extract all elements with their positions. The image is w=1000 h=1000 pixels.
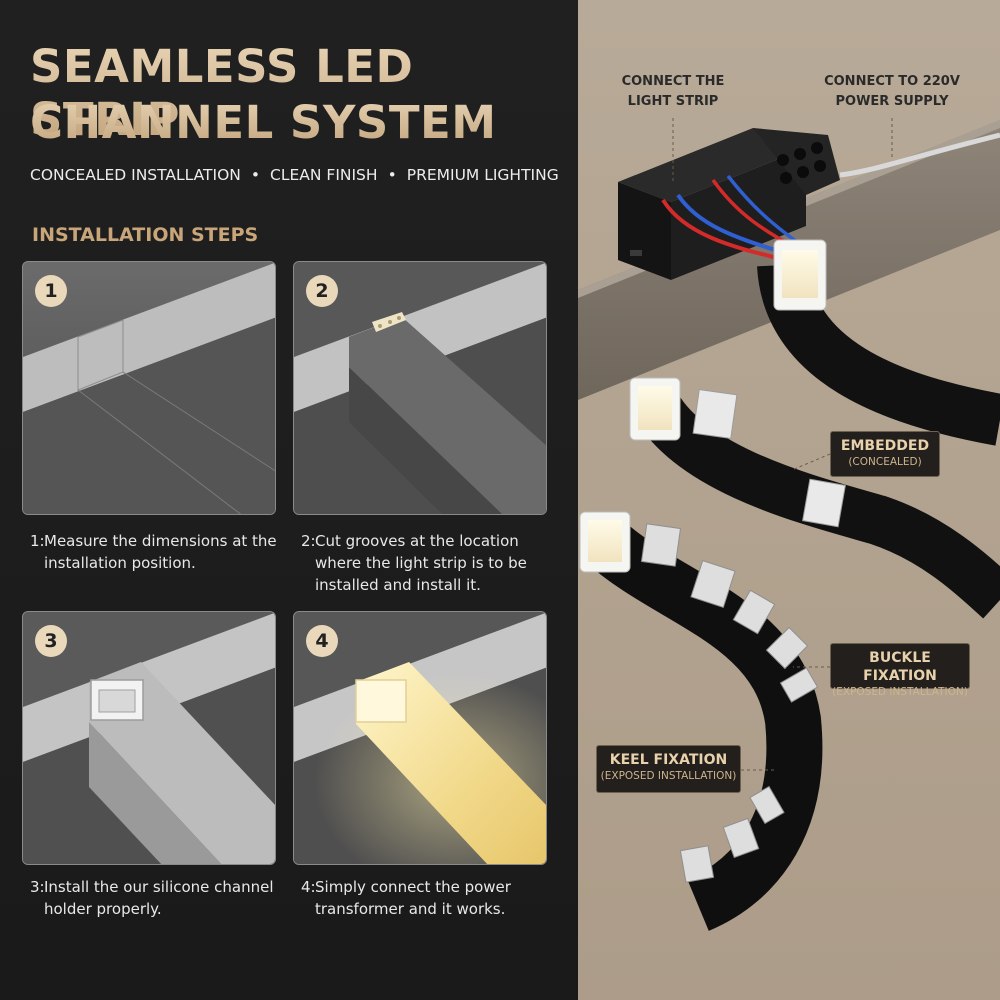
feature-list: CONCEALED INSTALLATION • CLEAN FINISH • PREM…	[30, 166, 559, 184]
feature-concealed: CONCEALED INSTALLATION	[30, 166, 241, 184]
label-embedded-title: EMBEDDED	[840, 438, 930, 454]
title-line-1: SEAMLESS LED STRIP	[30, 40, 578, 146]
step-2-caption-number: 2:	[301, 532, 316, 550]
step-1-badge: 1	[35, 275, 67, 307]
ceiling-measure-illustration	[23, 262, 275, 514]
label-keel-title: KEEL FIXATION	[609, 752, 728, 768]
steps-heading: INSTALLATION STEPS	[32, 224, 259, 246]
step-3-caption: 3: Install the our silicone channel hold…	[30, 876, 286, 920]
feature-premium-lighting: PREMIUM LIGHTING	[406, 166, 559, 184]
step-2-caption-text: Cut grooves at the location where the li…	[315, 532, 527, 594]
step-3-illustration: 3	[22, 611, 276, 865]
channel-holder-illustration	[23, 612, 275, 864]
step-4-badge: 4	[306, 625, 338, 657]
step-4-caption-text: Simply connect the power transformer and…	[315, 878, 511, 918]
step-4-illustration: 4	[293, 611, 547, 865]
step-1-caption-number: 1:	[30, 532, 45, 550]
label-buckle-title: BUCKLE FIXATION	[863, 650, 937, 684]
step-3-caption-text: Install the our silicone channel holder …	[44, 878, 274, 918]
step-4-caption-number: 4:	[301, 878, 316, 896]
step-2-caption: 2: Cut grooves at the location where the…	[301, 530, 553, 596]
right-panel: CONNECT THE LIGHT STRIP CONNECT TO 220V …	[578, 0, 1000, 1000]
step-2-illustration: 2	[293, 261, 547, 515]
lit-strip-illustration	[294, 612, 546, 864]
label-keel-fixation: KEEL FIXATION (EXPOSED INSTALLATION)	[596, 745, 741, 793]
feature-separator: •	[250, 166, 261, 184]
left-panel: SEAMLESS LED STRIP CHANNEL SYSTEM CONCEA…	[0, 0, 578, 1000]
step-2-badge: 2	[306, 275, 338, 307]
channel-installation-illustration	[578, 118, 1000, 931]
label-buckle-sub: (EXPOSED INSTALLATION)	[832, 686, 968, 698]
label-embedded-sub: (CONCEALED)	[848, 456, 922, 468]
title-line-2: CHANNEL SYSTEM	[30, 96, 497, 149]
label-keel-sub: (EXPOSED INSTALLATION)	[600, 770, 737, 782]
ceiling-groove-illustration	[294, 262, 546, 514]
label-buckle-fixation: BUCKLE FIXATION (EXPOSED INSTALLATION)	[830, 643, 970, 698]
callout-connect-power: CONNECT TO 220V POWER SUPPLY	[824, 74, 960, 109]
step-3-badge: 3	[35, 625, 67, 657]
feature-separator: •	[387, 166, 397, 184]
step-1-illustration: 1	[22, 261, 276, 515]
feature-clean-finish: CLEAN FINISH	[270, 166, 378, 184]
step-1-caption-text: Measure the dimensions at the installati…	[44, 532, 277, 572]
label-embedded: EMBEDDED (CONCEALED)	[830, 431, 940, 477]
step-3-caption-number: 3:	[30, 878, 45, 896]
step-1-caption: 1: Measure the dimensions at the install…	[30, 530, 286, 574]
junction-box	[618, 128, 840, 280]
step-4-caption: 4: Simply connect the power transformer …	[301, 876, 531, 920]
callout-connect-strip: CONNECT THE LIGHT STRIP	[621, 74, 725, 109]
